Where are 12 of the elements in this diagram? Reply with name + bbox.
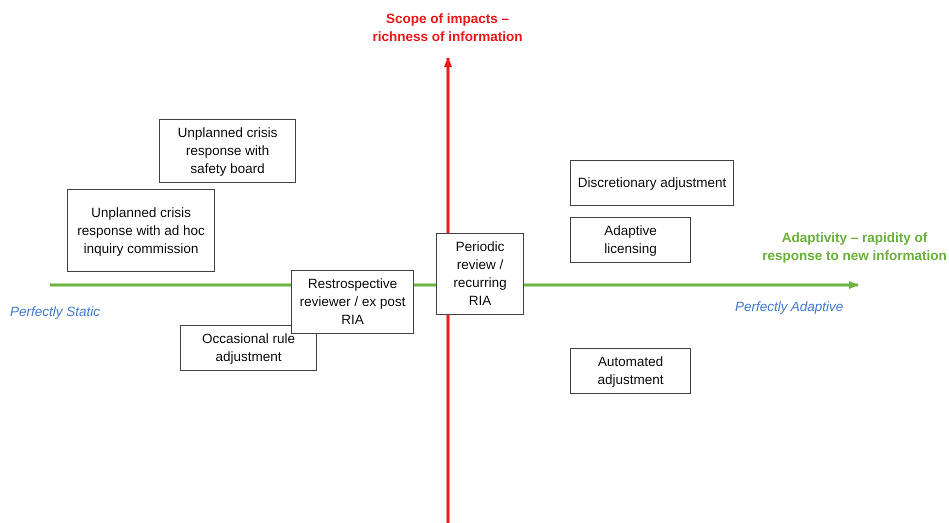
process-box: Periodic review / recurring RIA <box>436 233 524 315</box>
axis-end-label: Perfectly Adaptive <box>735 298 844 316</box>
axis-end-label: Perfectly Static <box>10 303 102 321</box>
process-box: Unplanned crisis response with safety board <box>159 119 296 183</box>
axis-title: Adaptivity – rapidity of response to new information <box>761 229 948 265</box>
process-box: Automated adjustment <box>570 348 691 394</box>
process-box: Restrospective reviewer / ex post RIA <box>291 270 414 334</box>
process-box: Unplanned crisis response with ad hoc inquiry commission <box>67 189 215 272</box>
axis-title: Scope of impacts – richness of information <box>371 10 524 46</box>
process-box: Occasional rule adjustment <box>180 325 317 371</box>
process-box: Discretionary adjustment <box>570 160 734 206</box>
process-box: Adaptive licensing <box>570 217 691 263</box>
